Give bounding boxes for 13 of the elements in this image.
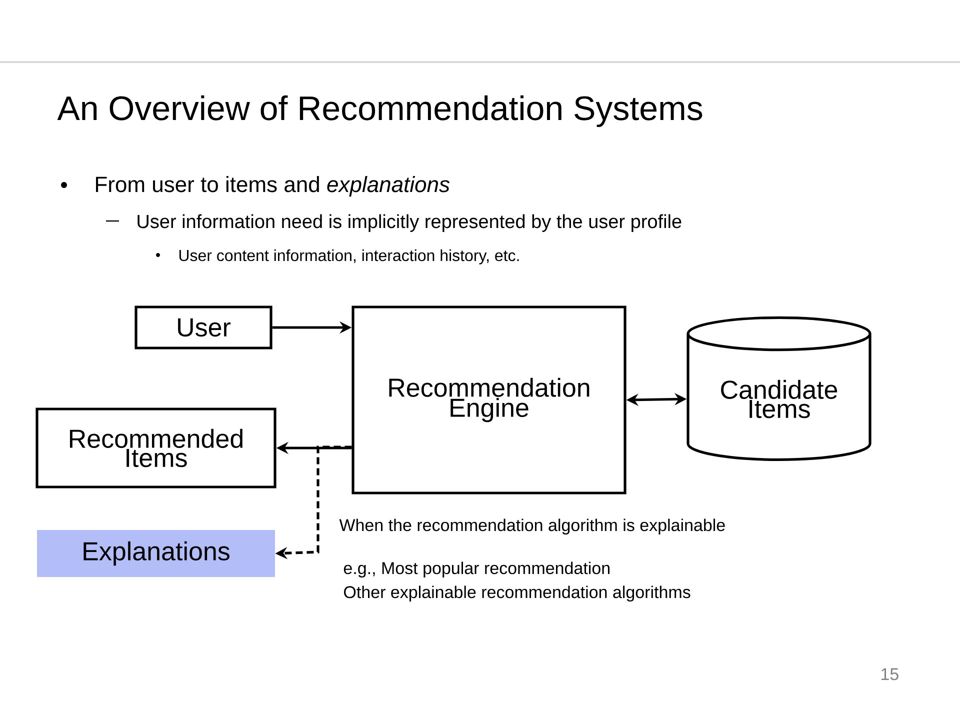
bullet-text: From user to items and explanations [96, 176, 450, 197]
process-box: Recommended Items [36, 408, 276, 488]
note-text: e.g., Most popular recommendation [344, 562, 610, 578]
note-text: When the recommendation algorithm is explainable [339, 518, 725, 535]
process-box: Recommendation Engine [352, 306, 626, 494]
bullet-text: User information need is implicitly represented by the user profile [138, 214, 682, 232]
note-text: Other explainable recommendation algorithms [344, 586, 690, 602]
process-box: User [134, 306, 272, 350]
database-cylinder: Candidate Items [686, 316, 872, 461]
highlighted-box: Explanations [37, 530, 275, 577]
page-number: 15 [882, 668, 898, 680]
slide-title: An Overview of Recommendation Systems [57, 95, 702, 128]
bullet-text: User content information, interaction history, etc. [179, 249, 519, 264]
